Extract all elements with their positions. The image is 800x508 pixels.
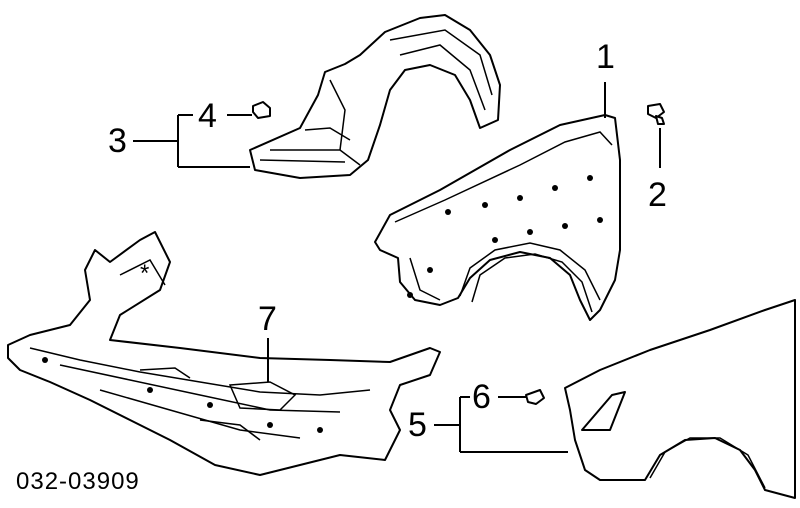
asterisk-marker: * xyxy=(140,260,150,287)
bolt-lower xyxy=(525,389,545,405)
callout-1: 1 xyxy=(596,38,615,76)
callout-5: 5 xyxy=(408,406,427,444)
under-cover xyxy=(7,231,441,476)
clip xyxy=(252,101,271,119)
fender-lower-right xyxy=(564,299,796,499)
fender-bolt xyxy=(647,103,665,125)
inner-fender-liner xyxy=(249,14,501,179)
diagram-code: 032-03909 xyxy=(16,468,140,495)
callout-3: 3 xyxy=(108,122,127,160)
callout-2: 2 xyxy=(648,176,667,214)
front-fender xyxy=(374,114,621,321)
callout-4: 4 xyxy=(198,97,217,135)
callout-6: 6 xyxy=(472,378,491,416)
callout-7: 7 xyxy=(258,300,277,338)
leader-lines xyxy=(133,82,661,453)
